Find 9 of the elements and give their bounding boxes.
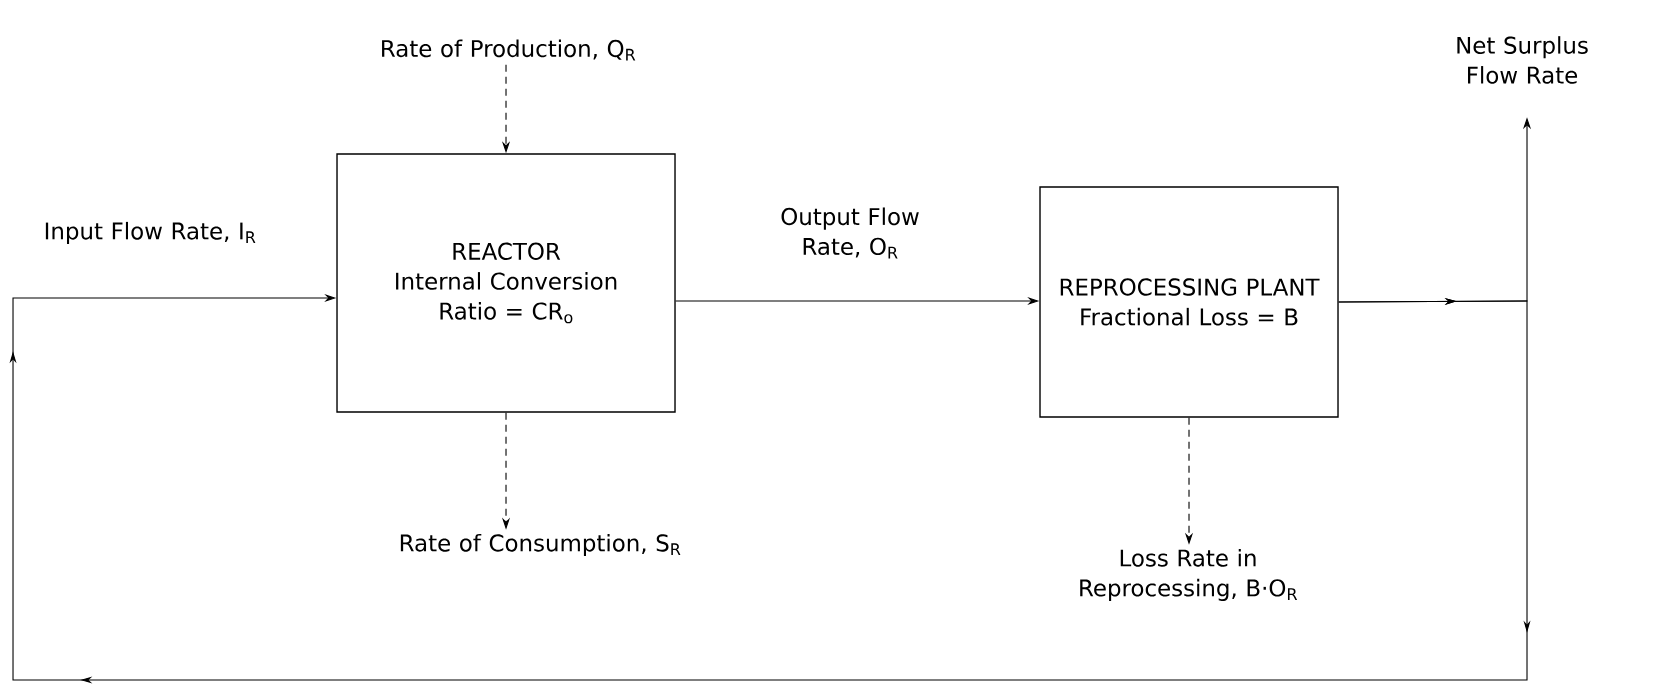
flow-label: Rate of Production, Q$_{R}$ [382,39,636,61]
process-box: REPROCESSING PLANT Fractional Loss = B [1039,186,1339,418]
process-box: REACTOR Internal Conversion Ratio = CR$_{o}$ [336,153,676,413]
flow-label: Rate of Consumption, S$_{R}$ [400,533,681,557]
flow-label: Loss Rate in Reprocessing, B·O$_{R}$ [1080,548,1298,601]
flow-label: Net Surplus Flow Rate [1457,36,1588,84]
edge-label: Input Flow Rate, I$_{R}$ [45,221,256,245]
arrow [9,293,1531,684]
edge-label: Output Flow Rate, O$_{R}$ [781,207,919,259]
